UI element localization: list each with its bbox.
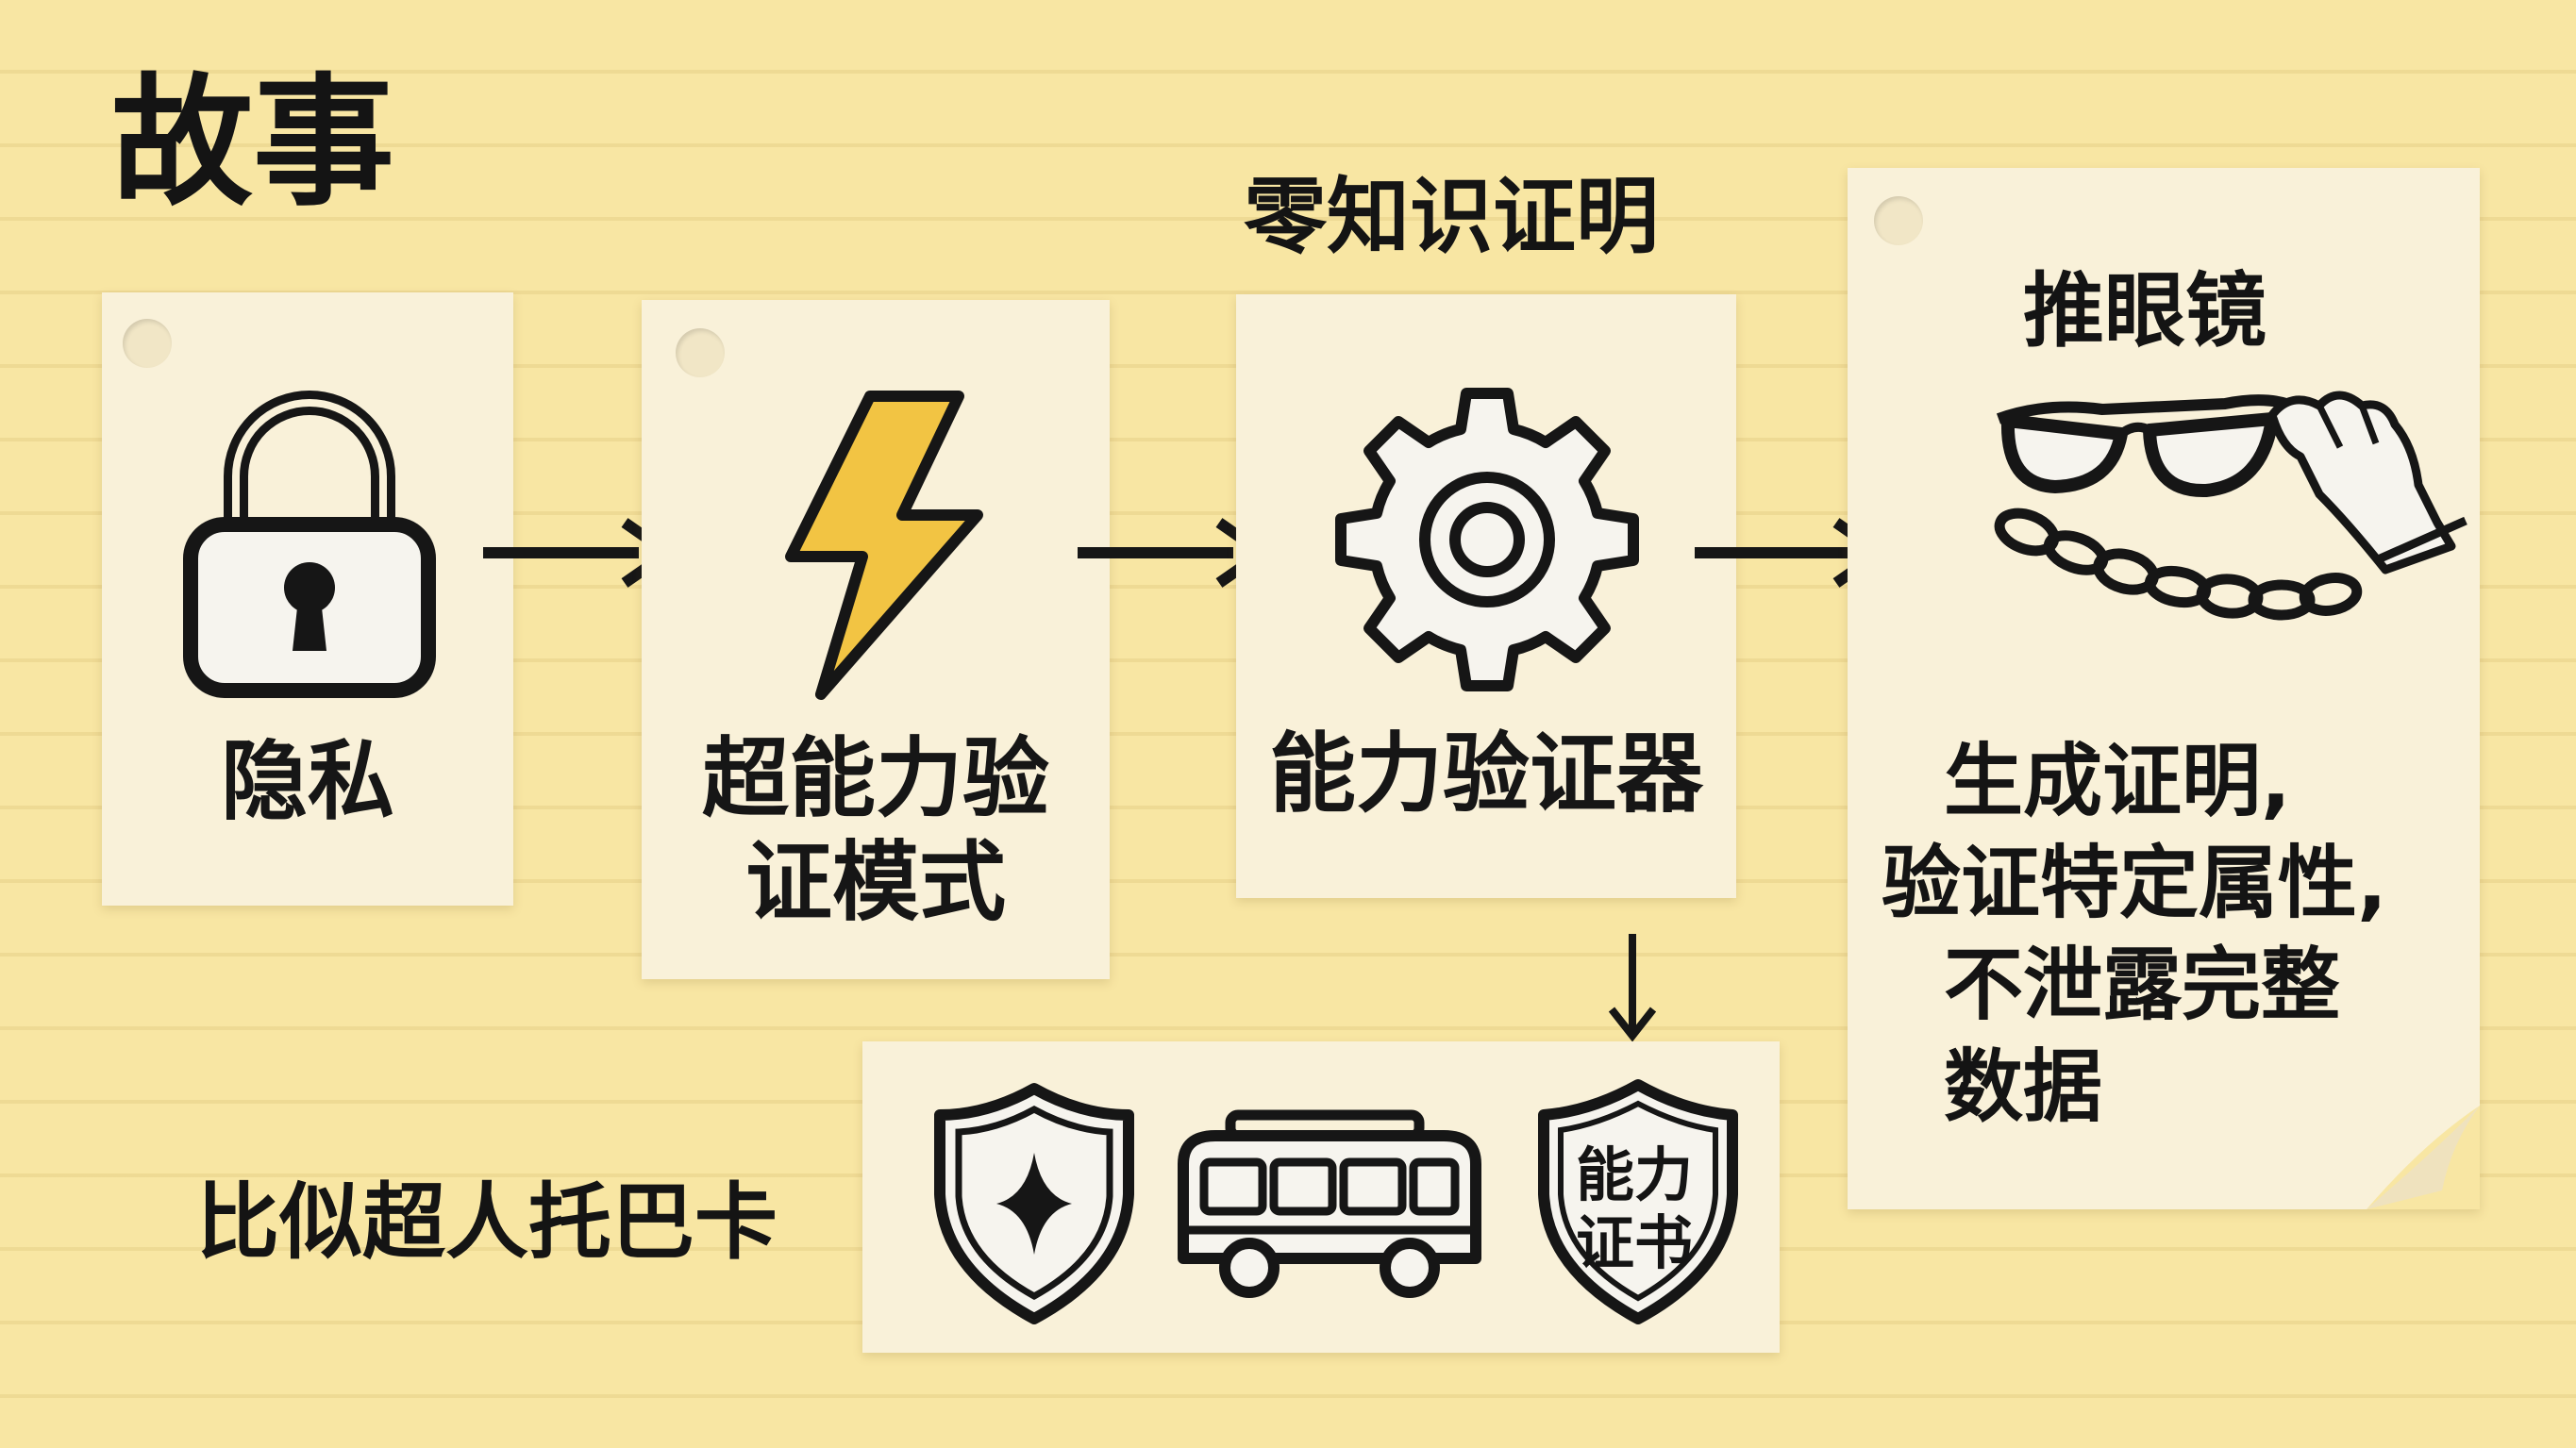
proof-description-line4: 数据: [1944, 1040, 2103, 1133]
privacy-card: 隐私: [102, 292, 513, 906]
proof-description-line3: 不泄露完整: [1944, 939, 2341, 1031]
proof-description-line1: 生成证明,: [1944, 735, 2291, 827]
push-glasses-heading: 推眼镜: [2023, 264, 2267, 358]
arrow-down-icon: [1608, 934, 1657, 1042]
certificate-text-line1: 能力: [1576, 1140, 1694, 1209]
analogy-caption: 比似超人托巴卡: [196, 1173, 778, 1271]
ability-verifier-label: 能力验证器: [1268, 724, 1703, 824]
page-title: 故事: [111, 61, 395, 225]
certificate-text-line2: 证书: [1576, 1208, 1694, 1277]
shield-star-icon: [934, 1083, 1134, 1324]
glasses-hand-chain-icon: [1994, 391, 2467, 621]
pin: [1874, 196, 1923, 245]
superpower-mode-label-line1: 超能力验: [701, 728, 1049, 829]
pin: [123, 319, 172, 368]
ability-verifier-card: 能力验证器: [1236, 294, 1736, 898]
page-curl: [2367, 1087, 2480, 1209]
bus-icon: [1178, 1109, 1481, 1298]
zero-knowledge-proof-heading: 零知识证明: [1244, 168, 1660, 265]
pin: [676, 328, 725, 377]
superpower-mode-card: 超能力验 证模式: [642, 300, 1110, 979]
analogy-icons-card: 能力 证书: [862, 1041, 1780, 1353]
superpower-mode-label-line2: 证模式: [744, 832, 1006, 933]
proof-description-line2: 验证特定属性,: [1882, 837, 2387, 929]
privacy-label: 隐私: [220, 731, 394, 832]
lightning-bolt-icon: [785, 391, 983, 700]
push-glasses-card: 推眼镜 生成证明, 验证特定属性, 不泄露完整 数据: [1848, 168, 2480, 1209]
gear-icon: [1335, 388, 1639, 691]
lock-icon: [183, 391, 436, 698]
certificate-shield-icon: [1538, 1079, 1738, 1324]
